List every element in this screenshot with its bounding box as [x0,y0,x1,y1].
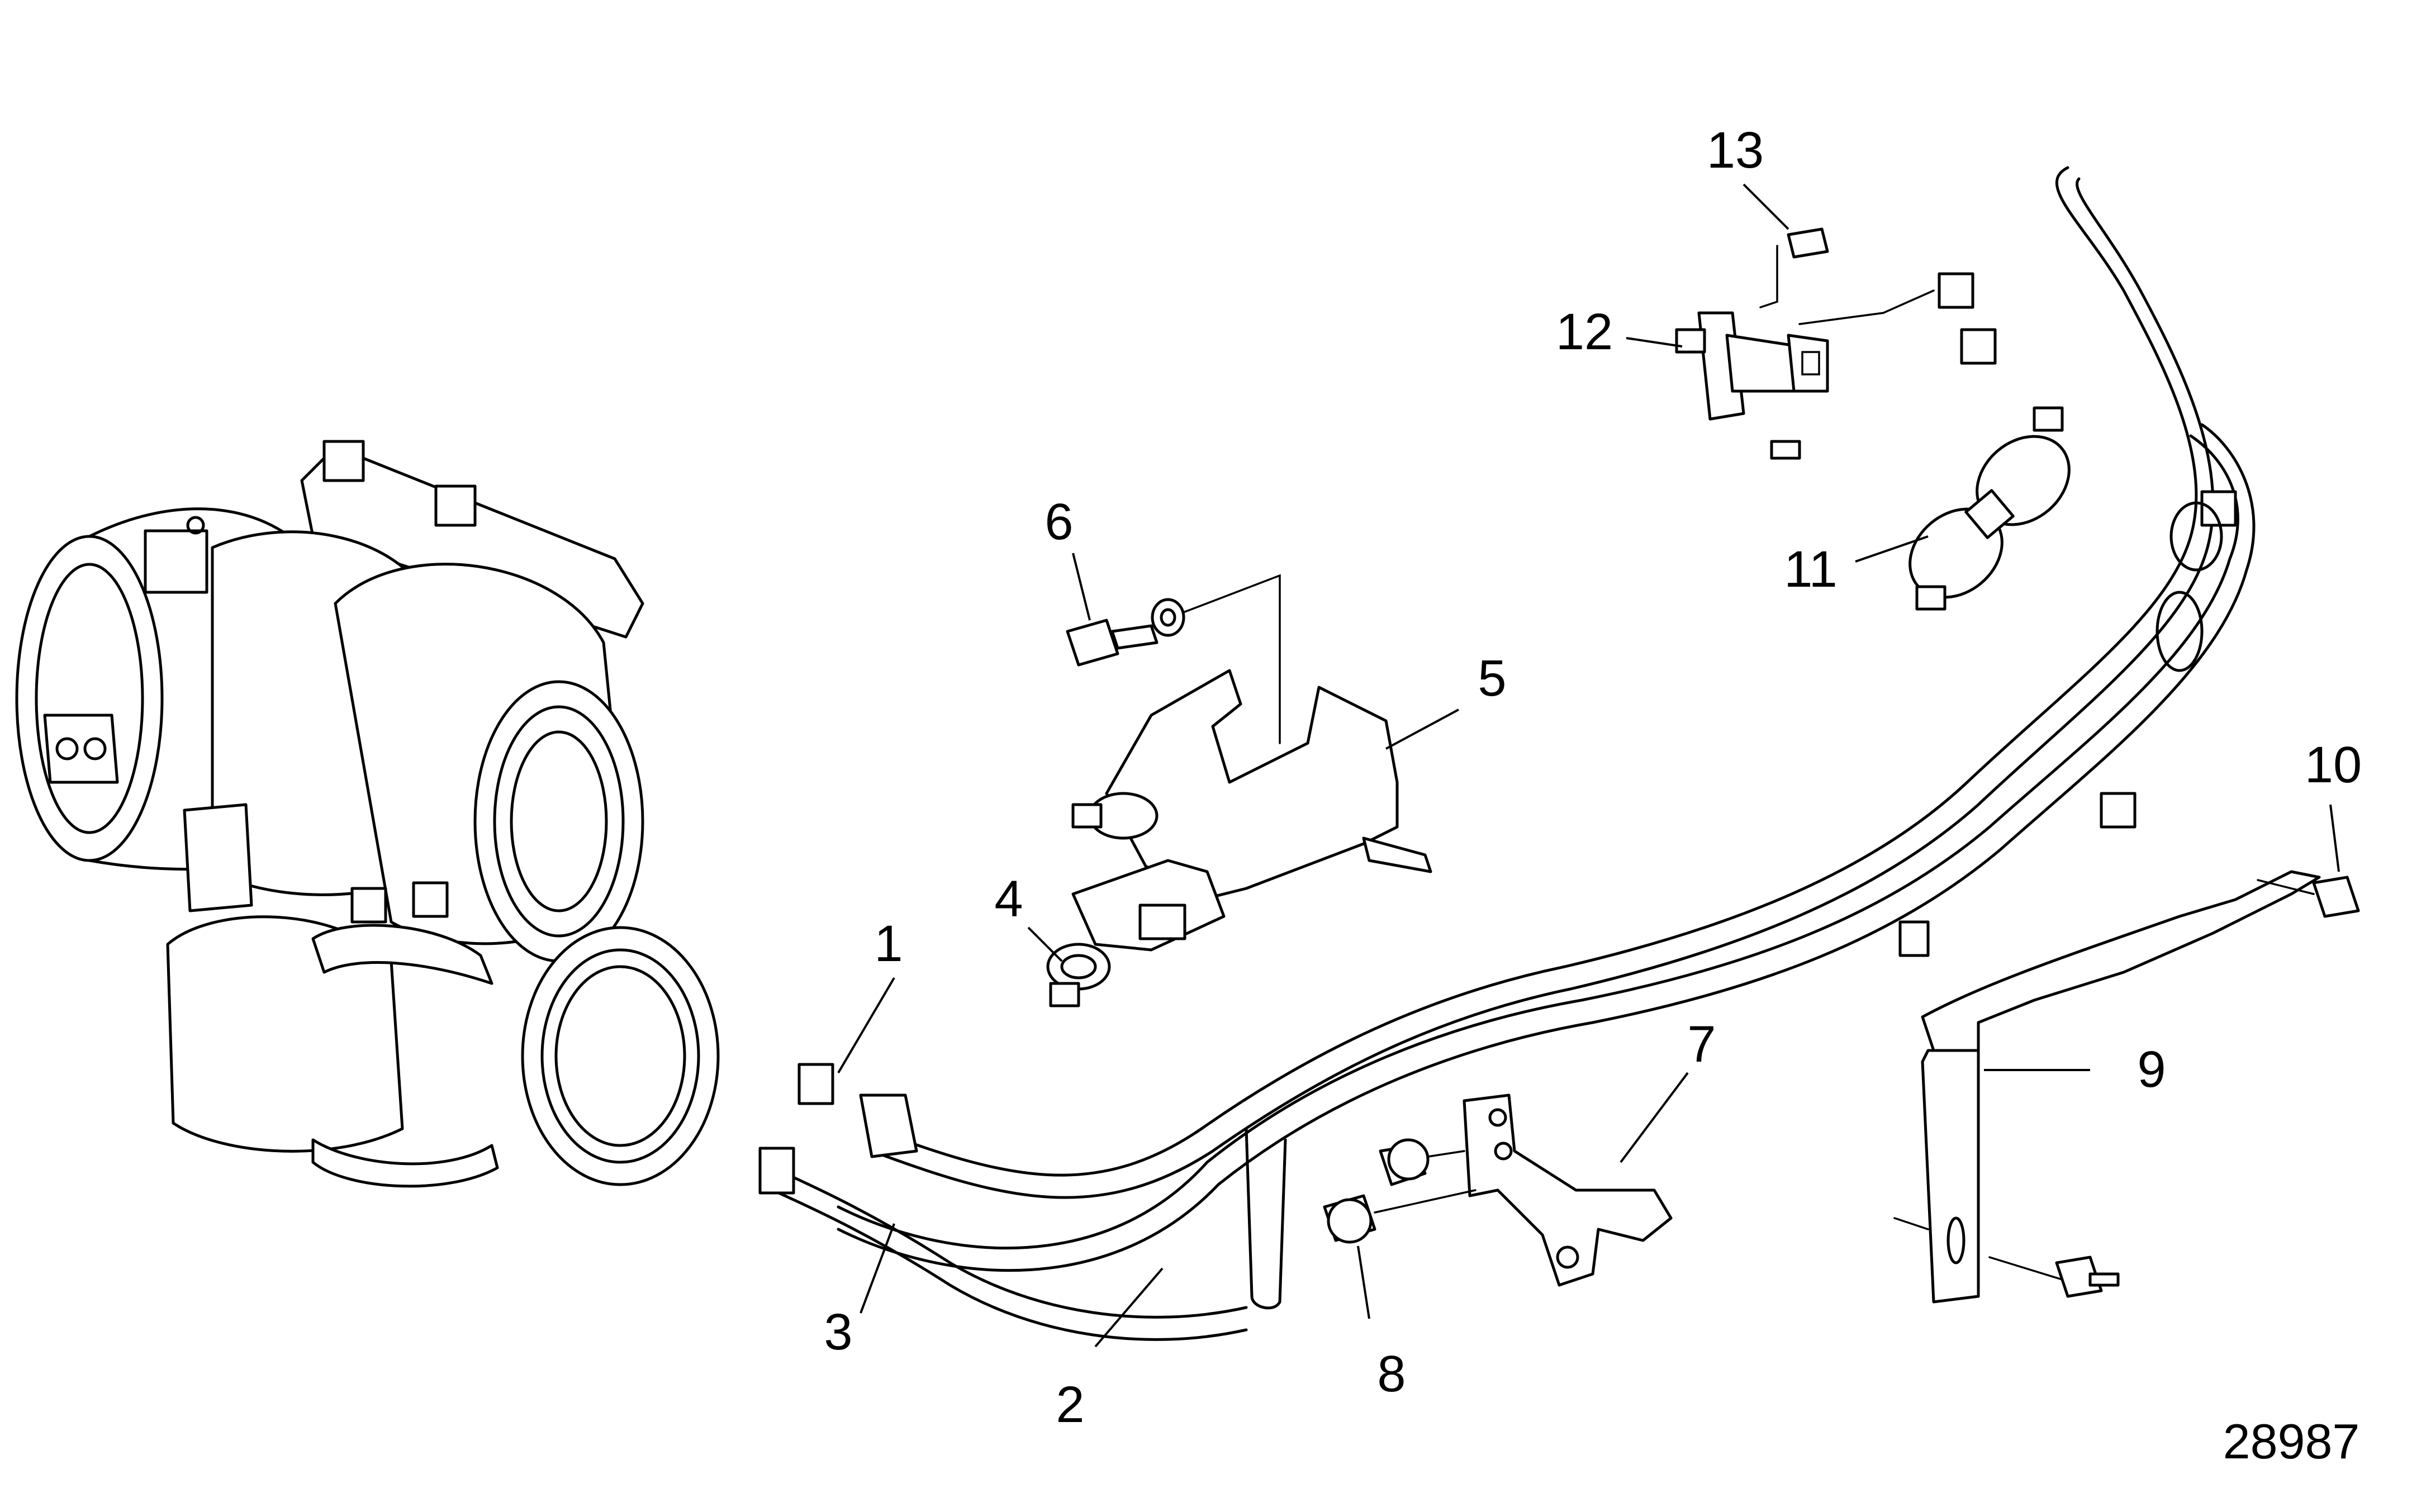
callout-13: 13 [1707,122,1764,179]
bracket-7 [1323,1093,1673,1287]
callout-8: 8 [1377,1345,1406,1402]
oil-pipe-assembly [758,166,2256,1341]
callout-12: 12 [1556,303,1613,360]
callout-2: 2 [1056,1376,1084,1433]
callout-5: 5 [1478,650,1506,707]
callout-3: 3 [824,1304,852,1361]
bracket-5 [1046,574,1432,1007]
callout-1: 1 [874,915,903,972]
turbocharger [15,440,720,1188]
clamp-11 [1908,406,2071,611]
callout-6: 6 [1045,493,1073,550]
callout-4: 4 [994,871,1023,928]
callout-9: 9 [2137,1041,2166,1098]
figure-number: 28987 [2223,1414,2360,1469]
leader-lines [837,183,2340,1348]
sensor-12 [1675,227,1935,460]
callout-11: 11 [1784,541,1838,598]
callout-10: 10 [2305,736,2362,793]
bracket-9 [1893,792,2360,1304]
callouts: 1 2 3 4 5 6 7 8 9 10 11 12 13 [824,122,2362,1433]
callout-7: 7 [1687,1016,1716,1073]
